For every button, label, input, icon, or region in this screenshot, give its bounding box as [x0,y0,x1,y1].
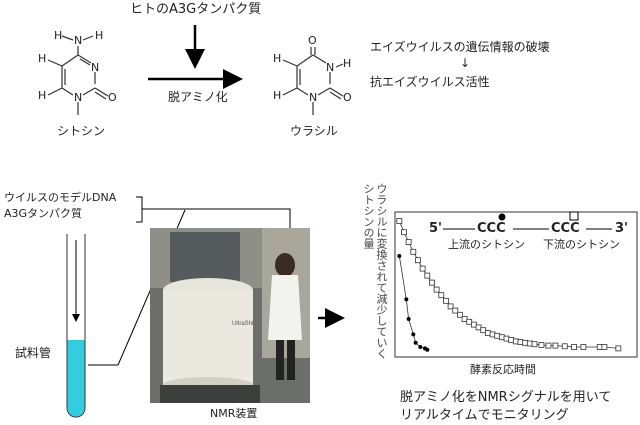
data-point [424,272,431,279]
legend-motif-downstream: CCC [551,221,580,236]
data-point [494,332,501,339]
effect-arrow: ↓ [460,56,471,70]
atom-label: H [54,29,63,42]
atom-label: H [273,89,282,102]
data-point [615,345,622,352]
data-point [447,303,454,310]
dna-label: ウイルスのモデルDNA [4,191,117,204]
data-point [466,318,473,325]
data-point [484,330,491,336]
y-axis-label-line2: シトシンの量 [362,183,375,249]
legend-upstream-label: 上流のシトシン [448,238,525,251]
caption-line2: リアルタイムでモニタリング [400,408,569,423]
legend-downstream-label: 下流のシトシン [543,238,620,251]
data-point [552,342,559,349]
svg-text:UltraShi: UltraShi [232,321,253,327]
data-point [531,341,538,348]
y-axis-label-line1: ウラシルに変換されて減少していく [375,183,388,359]
data-point [401,229,407,236]
protein-label: A3Gタンパク質 [4,207,83,220]
y-axis-label: ウラシルに変換されて減少していくシトシンの量 [362,183,388,359]
legend-motif-upstream: CCC [477,221,506,236]
caption-line1: 脱アミノ化をNMRシグナルを用いて [400,390,612,405]
atom-label: N [326,61,335,74]
data-point [545,342,552,349]
data-point [413,340,418,345]
atom-label: O [108,91,117,104]
bracket [136,196,150,223]
data-point [498,334,505,341]
atom-label: N [74,91,83,104]
atom-label: O [343,91,352,104]
data-point [538,341,545,348]
data-point [457,311,463,318]
product-name: ウラシル [290,124,338,138]
data-point [475,324,482,331]
data-point [452,307,459,314]
x-axis-label: 酵素反応時間 [470,363,536,376]
atom-label: N [74,34,83,47]
data-point [512,338,519,345]
data-point [429,279,435,286]
effect-line2: 抗エイズウイルス活性 [370,75,490,89]
data-point [396,218,403,224]
test-tube [66,234,86,418]
data-point [601,344,608,350]
atom-label: H [38,52,47,65]
data-point [410,248,417,255]
data-point [580,344,587,350]
data-point [503,335,510,342]
data-point [517,339,524,346]
data-point [406,317,411,321]
data-point [438,292,445,299]
instrument-label: NMR装置 [210,407,258,420]
chart-frame [394,211,638,358]
atom-label: N [309,91,318,104]
data-point [561,343,568,350]
uracil-structure [282,47,344,115]
data-point [404,297,409,302]
atom-label: H [38,89,47,102]
atom-label: H [273,52,282,65]
data-point [480,327,487,334]
data-point [397,254,402,258]
effect-line1: エイズウイルスの遺伝情報の破壊 [370,40,550,54]
legend-filled-circle-marker [498,213,506,221]
data-point [461,316,468,322]
data-point [433,286,440,293]
data-point [418,345,423,349]
legend-three-prime: 3' [615,221,629,236]
data-point [508,337,515,343]
data-point [425,347,430,352]
nmr-photo: UltraShi [150,228,310,403]
data-point [522,339,529,346]
data-point [489,331,496,338]
enzyme-label: ヒトのA3Gタンパク質 [130,2,262,17]
data-point [571,344,577,350]
data-point [470,321,477,328]
legend-five-prime: 5' [429,221,443,236]
atom-label: H [95,29,104,42]
legend-open-square-marker [569,211,579,221]
data-point [596,344,603,350]
atom-label: N [91,61,100,74]
data-point [405,239,412,245]
data-point [415,257,421,264]
reaction-label: 脱アミノ化 [168,90,228,104]
data-point [411,332,416,337]
substrate-name: シトシン [57,124,106,138]
data-point [419,265,426,272]
data-point [443,297,449,304]
data-point [526,340,533,347]
atom-label: O [308,34,317,47]
cytosine-structure [47,35,109,115]
atom-label: H [343,57,352,70]
tube-label: 試料管 [15,346,52,360]
